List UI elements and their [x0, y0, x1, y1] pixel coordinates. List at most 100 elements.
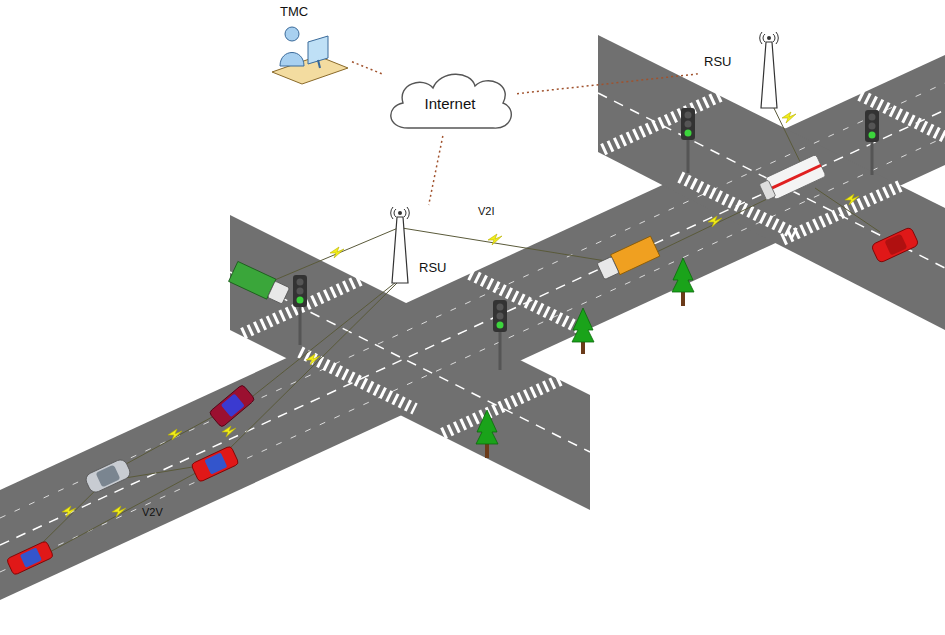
tree-crown — [476, 410, 498, 444]
dotted-link-line — [352, 62, 383, 74]
car-body — [209, 384, 256, 428]
crosswalk — [780, 186, 900, 241]
car-body — [871, 227, 919, 264]
lamp — [297, 279, 304, 286]
lamp — [685, 121, 692, 128]
lamp — [497, 322, 504, 329]
tree-crown — [672, 258, 694, 292]
signal-arc — [776, 32, 778, 44]
node-label: Internet — [383, 95, 517, 113]
traffic-light — [681, 108, 695, 173]
traffic-light — [293, 275, 307, 345]
roads — [0, 35, 945, 600]
link-type-label: V2I — [478, 205, 495, 217]
car-roof — [204, 453, 227, 475]
vehicles — [6, 154, 919, 575]
ambulance-cab — [759, 180, 776, 201]
wireless-link — [770, 100, 805, 172]
traffic-center-node: TMC — [268, 4, 352, 86]
signal-arc — [394, 209, 396, 217]
wireless-bolt — [708, 216, 722, 227]
lamp — [869, 114, 876, 121]
wireless-link — [270, 228, 398, 282]
wireless-link — [815, 188, 880, 232]
signal-arc — [763, 34, 765, 42]
wireless-link — [238, 282, 396, 408]
lane-marking — [0, 110, 945, 545]
wireless-bolt — [222, 426, 236, 437]
signal-arc — [404, 209, 406, 217]
tree — [672, 258, 694, 306]
lamp — [685, 130, 692, 137]
node-label: RSU — [704, 54, 731, 69]
rsu-node: RSU — [700, 30, 785, 108]
car-roof — [20, 547, 42, 567]
wireless-link — [218, 282, 398, 460]
tree — [476, 410, 498, 458]
traffic-light — [865, 110, 879, 175]
wireless-link — [402, 228, 612, 262]
tree — [572, 308, 594, 354]
dotted-link-line — [429, 136, 443, 205]
tree-crown — [572, 308, 594, 342]
ambulance-stripe — [770, 165, 821, 189]
green-truck — [229, 261, 291, 305]
rsu-node: RSU — [385, 205, 455, 290]
main-road — [0, 55, 945, 600]
crosswalk — [470, 274, 585, 331]
maroon-car — [209, 384, 256, 428]
internet-cloud: Internet — [383, 66, 517, 136]
lane-marking — [0, 83, 945, 518]
antenna-tip — [767, 36, 771, 40]
red-car — [871, 227, 919, 264]
operator-body — [280, 53, 304, 67]
operator-icon — [268, 22, 352, 86]
cross-road — [598, 35, 945, 330]
dotted-link-line — [517, 74, 700, 94]
wireless-bolts — [62, 112, 859, 517]
network-link — [352, 62, 383, 74]
rsu-tower — [756, 30, 782, 110]
red-car — [6, 541, 53, 576]
wireless-bolt — [782, 112, 796, 123]
crosswalk — [440, 380, 560, 435]
trees — [476, 258, 694, 458]
traffic-lights — [293, 108, 879, 370]
wireless-bolt — [488, 234, 502, 245]
tower-body — [392, 217, 408, 283]
lamp — [869, 123, 876, 130]
car-body — [6, 541, 53, 576]
lamp — [685, 112, 692, 119]
truck-cab — [267, 281, 289, 304]
lamp — [297, 288, 304, 295]
tower-body — [761, 42, 777, 108]
truck-cab — [597, 257, 619, 280]
network-link — [429, 136, 443, 205]
lane-marking — [0, 137, 945, 572]
red-car — [191, 446, 239, 483]
truck-cargo — [229, 261, 276, 299]
ambulance — [758, 154, 826, 203]
wireless-bolt — [845, 194, 859, 205]
network-link — [517, 74, 700, 94]
lamp — [497, 304, 504, 311]
node-label: RSU — [419, 260, 446, 275]
orange-truck — [596, 236, 660, 281]
car-body — [84, 458, 132, 495]
light-housing — [493, 300, 507, 332]
wireless-bolt — [112, 506, 126, 517]
lane-marking — [230, 272, 590, 452]
signal-arc — [407, 207, 409, 219]
light-housing — [681, 108, 695, 140]
monitor-stand — [318, 60, 320, 68]
wireless-bolt — [168, 429, 182, 440]
wireless-bolt — [306, 354, 320, 365]
crosswalk — [300, 352, 415, 409]
monitor — [308, 36, 328, 64]
signal-arc — [391, 207, 393, 219]
link-type-label: V2V — [142, 506, 163, 518]
node-label: TMC — [280, 4, 308, 19]
